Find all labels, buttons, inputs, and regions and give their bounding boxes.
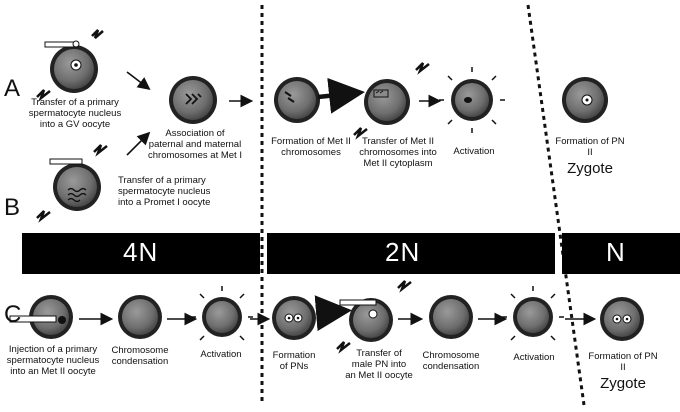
electric-pulse-icon	[336, 280, 412, 354]
oocyte-a5-activation	[439, 67, 505, 133]
oocyte-a4	[364, 79, 410, 125]
ploidy-band-n	[562, 233, 680, 274]
caption-transfer-met2: Transfer of Met II chromosomes into Met …	[359, 136, 437, 169]
ploidy-label-n: N	[606, 237, 626, 267]
electric-pulse-icon	[36, 144, 108, 223]
caption-formation-pns: Formation of PNs	[272, 350, 316, 372]
caption-association: Association of paternal and maternal chr…	[148, 128, 242, 161]
divider-line-2	[526, 4, 586, 406]
caption-condensation-2: Chromosome condensation	[422, 350, 480, 372]
caption-formation-pn-a: Formation of PN II	[555, 136, 625, 158]
oocyte-b1	[49, 158, 101, 211]
caption-transfer-male-pn: Transfer of male PN into an Met II oocyt…	[345, 348, 413, 381]
caption-injection: Injection of a primary spermatocyte nucl…	[6, 344, 100, 377]
arrow	[79, 295, 597, 332]
oocyte-c8-pn	[600, 297, 644, 341]
arrow	[126, 71, 442, 156]
oocyte-c5	[339, 298, 393, 342]
row-label-c: C	[4, 301, 22, 328]
caption-activation-a: Activation	[453, 146, 495, 157]
ploidy-label-4n: 4N	[123, 237, 159, 267]
zygote-label-c: Zygote	[600, 375, 646, 392]
oocyte-a2	[169, 76, 217, 124]
zygote-label-a: Zygote	[567, 160, 613, 177]
electric-pulse-icon	[353, 62, 430, 140]
caption-activation-c2: Activation	[513, 352, 555, 363]
caption-transfer-promet: Transfer of a primary spermatocyte nucle…	[118, 175, 211, 208]
oocyte-c4-pns	[272, 296, 316, 340]
caption-condensation-1: Chromosome condensation	[111, 345, 169, 367]
oocyte-a1	[44, 40, 98, 93]
ploidy-label-2n: 2N	[385, 237, 421, 267]
ploidy-band-2n	[267, 233, 555, 274]
caption-activation-c1: Activation	[200, 349, 242, 360]
row-label-a: A	[4, 75, 21, 102]
row-label-b: B	[4, 194, 21, 221]
electric-pulse-icon	[36, 29, 104, 102]
caption-formation-met2: Formation of Met II chromosomes	[271, 136, 351, 158]
oocyte-a3	[274, 77, 320, 123]
ploidy-band-4n	[22, 233, 260, 274]
oocyte-c1	[9, 295, 73, 339]
oocyte-a6-pn	[562, 77, 608, 123]
oocyte-c3-activation	[191, 286, 253, 341]
oocyte-c2	[118, 295, 162, 339]
oocyte-c7-activation	[502, 286, 564, 341]
caption-transfer-gv: Transfer of a primary spermatocyte nucle…	[28, 97, 122, 130]
oocyte-c6	[429, 295, 473, 339]
caption-formation-pn-c: Formation of PN II	[588, 351, 658, 373]
